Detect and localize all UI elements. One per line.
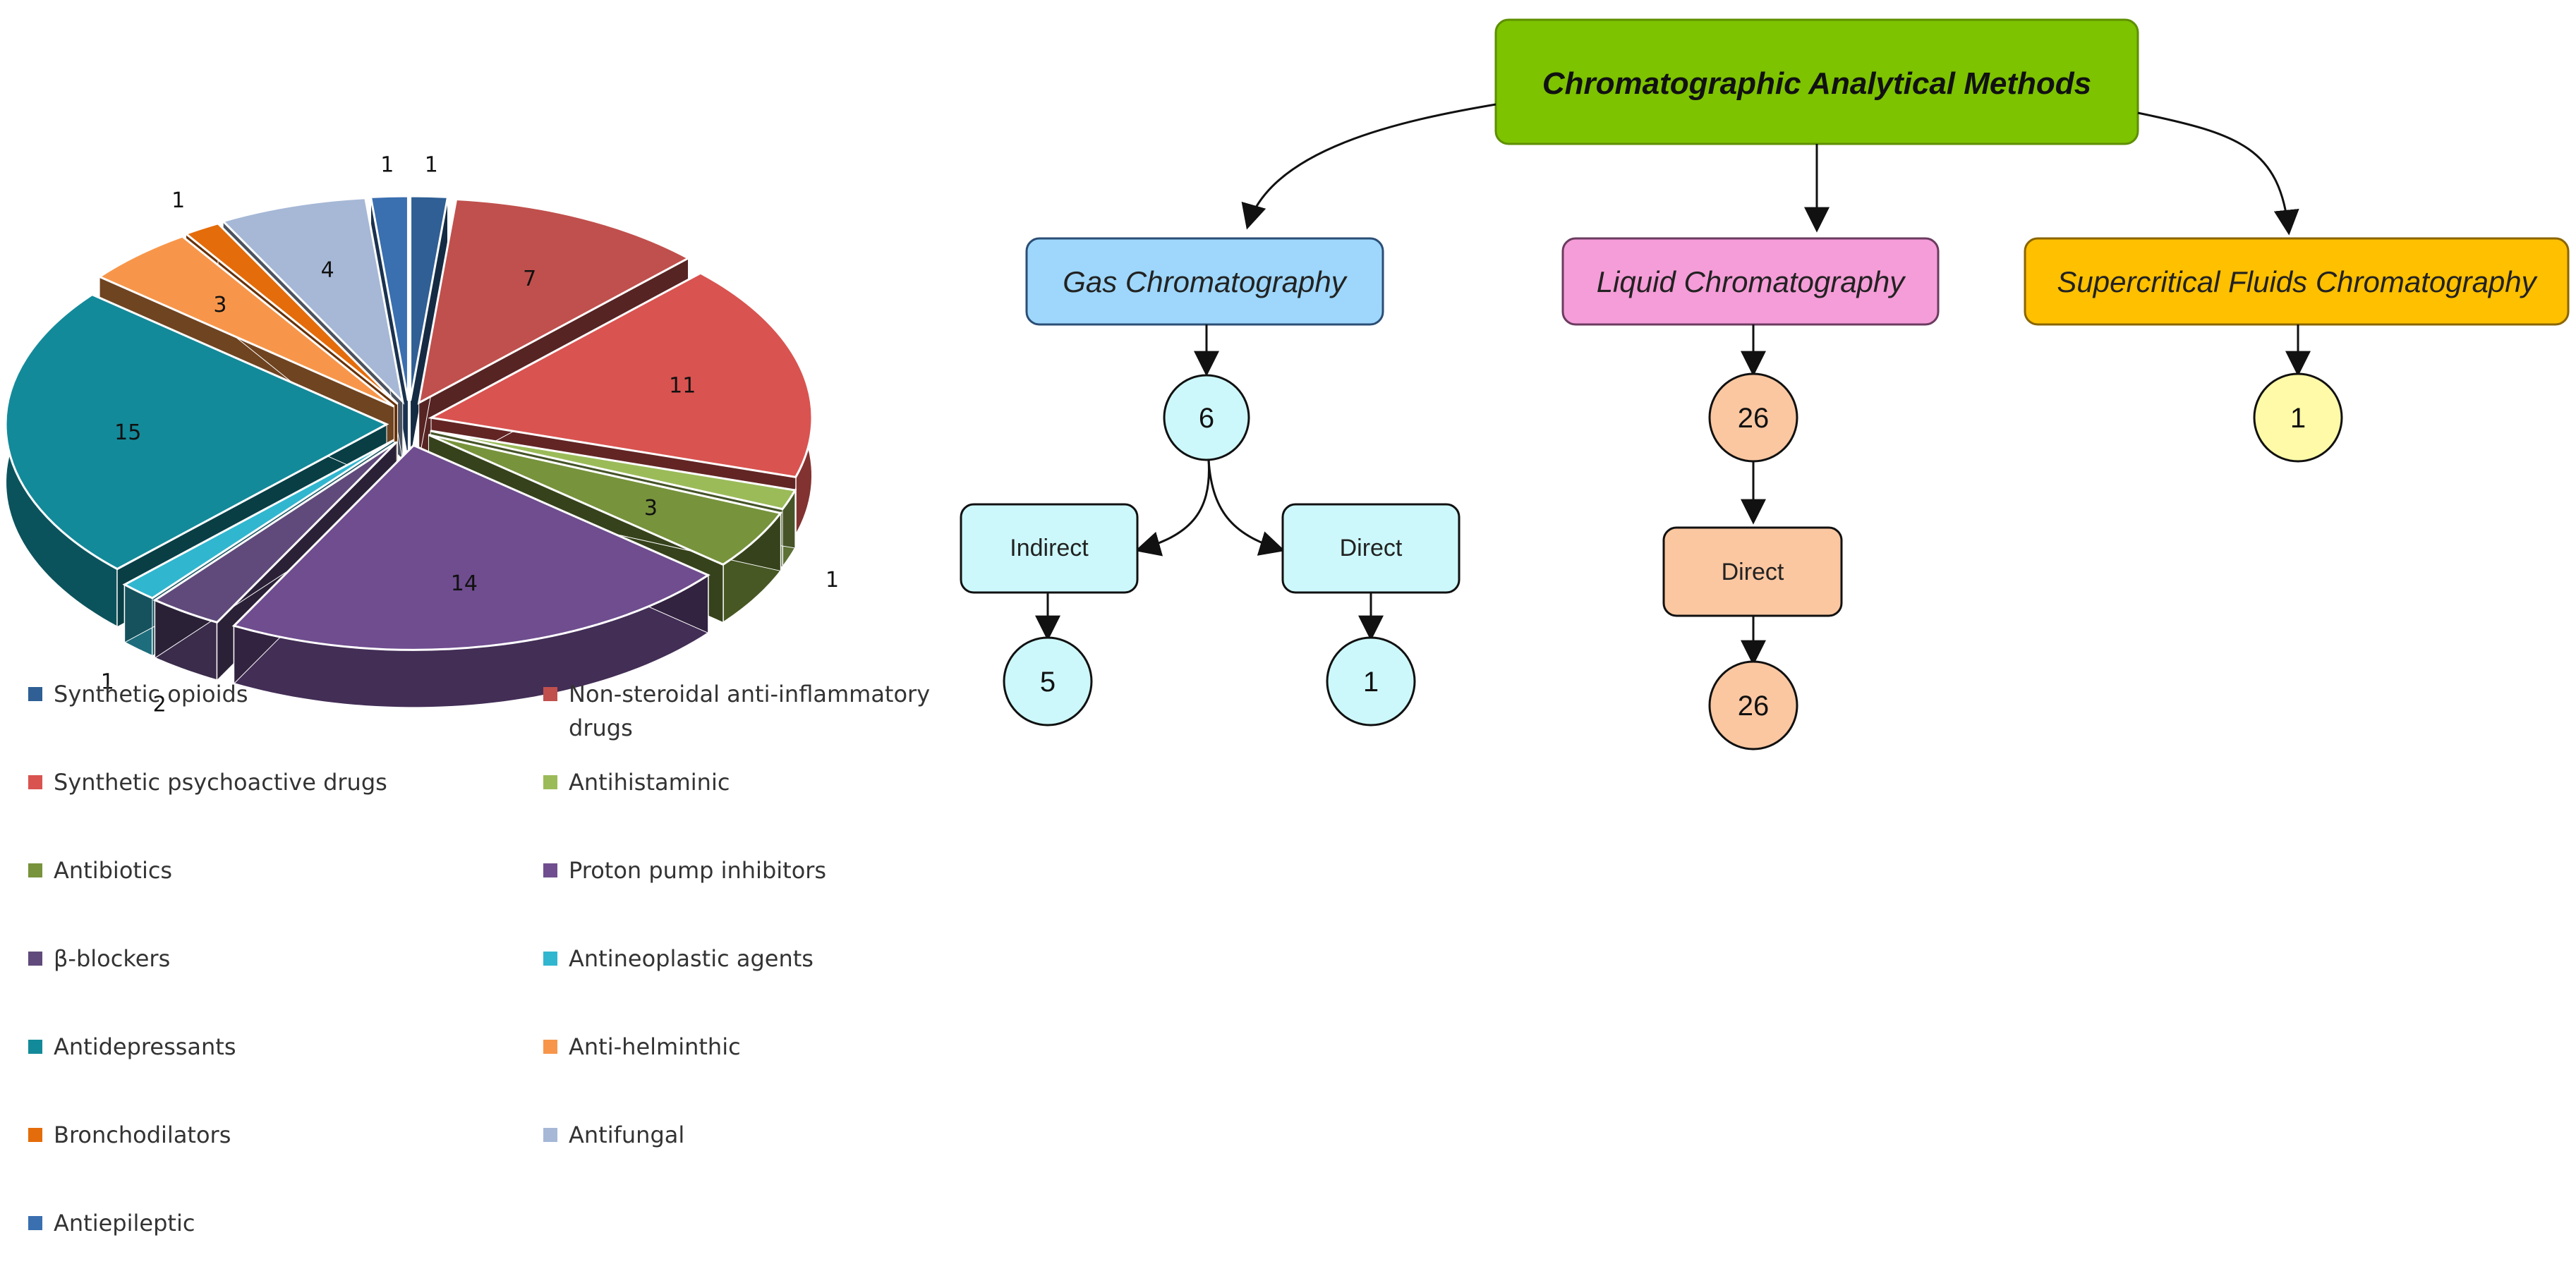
- legend-label-proton-pump-inhibitors: Proton pump inhibitors: [569, 857, 827, 884]
- pie-slice-antineoplastic-agents: [122, 439, 395, 600]
- legend-swatch-bronchodilators: [28, 1128, 42, 1142]
- pie-value-label-synthetic-opioids: 1: [425, 153, 438, 178]
- pie-value-label-blockers: 2: [153, 693, 167, 717]
- legend-item-antineoplastic-agents: Antineoplastic agents: [543, 942, 988, 976]
- connector-root-supercritical: [2137, 111, 2299, 236]
- gas-count-label: 6: [1199, 403, 1214, 434]
- pie-slice-antifungal: [221, 197, 405, 405]
- legend-swatch-antineoplastic-agents: [543, 952, 557, 966]
- legend-label-non-steroidal-anti-inflammatory-drugs: Non-steroidal anti-inflammatory drugs: [569, 681, 931, 741]
- pie-slice-anti-helminthic: [97, 235, 395, 408]
- legend-swatch-anti-helminthic: [543, 1040, 557, 1054]
- legend-swatch-non-steroidal-anti-inflammatory-drugs: [543, 687, 557, 701]
- legend-label-synthetic-opioids: Synthetic opioids: [54, 681, 248, 707]
- legend-item-antifungal: Antifungal: [543, 1118, 988, 1152]
- legend-label-synthetic-psychoactive-drugs: Synthetic psychoactive drugs: [54, 769, 387, 796]
- indirect-count-label: 5: [1040, 667, 1056, 698]
- pie-slice-antihistaminic: [430, 430, 797, 511]
- legend-item-non-steroidal-anti-inflammatory-drugs: Non-steroidal anti-inflammatory drugs: [543, 677, 988, 745]
- liquid-chromatography-label: Liquid Chromatography: [1597, 265, 1907, 298]
- legend-swatch-antiepileptic: [28, 1216, 42, 1230]
- legend-label-antiepileptic: Antiepileptic: [54, 1210, 195, 1236]
- legend-swatch-antifungal: [543, 1128, 557, 1142]
- legend-swatch-synthetic-opioids: [28, 687, 42, 701]
- pie-value-label-synthetic-psychoactive-drugs: 11: [669, 373, 696, 398]
- pie-slice-synthetic-opioids: [409, 195, 449, 401]
- legend-label-blockers: β-blockers: [54, 945, 171, 972]
- pie-value-label-antineoplastic-agents: 1: [101, 669, 114, 694]
- supercritical-count-label: 1: [2290, 403, 2306, 434]
- direct-gas-count-node: [1326, 636, 1416, 727]
- pie-value-label-antiepileptic: 1: [380, 153, 394, 178]
- indirect-count-node: [1003, 636, 1093, 727]
- pie-slice-non-steroidal-anti-inflammatory-drugs: [417, 198, 691, 405]
- pie-value-label-bronchodilators: 1: [171, 188, 185, 213]
- liquid-chromatography-node: [1561, 237, 1940, 326]
- pie-slice-bronchodilators: [183, 222, 399, 405]
- supercritical-chromatography-label: Supercritical Fluids Chromatography: [2057, 265, 2538, 298]
- gas-chromatography-node: [1025, 237, 1384, 326]
- pie-slice-blockers: [152, 441, 398, 624]
- legend-swatch-antihistaminic: [543, 775, 557, 789]
- connector-gas-direct: [1207, 459, 1286, 556]
- legend-item-anti-helminthic: Anti-helminthic: [543, 1030, 988, 1064]
- legend-label-anti-helminthic: Anti-helminthic: [569, 1033, 741, 1060]
- legend-item-synthetic-psychoactive-drugs: Synthetic psychoactive drugs: [28, 765, 522, 799]
- pie-value-label-anti-helminthic: 3: [213, 293, 226, 317]
- pie-legend: Synthetic opioids Non-steroidal anti-infl…: [28, 677, 988, 1270]
- legend-swatch-proton-pump-inhibitors: [543, 863, 557, 877]
- liquid-direct-count-node: [1708, 660, 1798, 751]
- legend-item-blockers: β-blockers: [28, 942, 522, 976]
- supercritical-chromatography-node: [2024, 237, 2570, 326]
- liquid-count-label: 26: [1738, 403, 1770, 434]
- legend-swatch-antibiotics: [28, 863, 42, 877]
- pie-slice-antiepileptic: [369, 195, 409, 401]
- legend-label-antibiotics: Antibiotics: [54, 857, 173, 884]
- connector-root-gas: [1241, 103, 1496, 230]
- pie-tops: [4, 195, 814, 651]
- pie-value-label-antihistaminic: 1: [826, 568, 839, 593]
- legend-item-antidepressants: Antidepressants: [28, 1030, 522, 1064]
- pie-value-label-antifungal: 4: [321, 258, 334, 283]
- pie-slice-synthetic-psychoactive-drugs: [428, 272, 814, 479]
- legend-swatch-synthetic-psychoactive-drugs: [28, 775, 42, 789]
- gas-count-node: [1163, 374, 1250, 461]
- legend-label-antihistaminic: Antihistaminic: [569, 769, 730, 796]
- supercritical-count-node: [2253, 372, 2343, 463]
- root-node-label: Chromatographic Analytical Methods: [1542, 66, 2091, 101]
- legend-label-antifungal: Antifungal: [569, 1122, 685, 1148]
- legend-item-antihistaminic: Antihistaminic: [543, 765, 988, 799]
- legend-item-antiepileptic: Antiepileptic: [28, 1206, 522, 1240]
- gas-chromatography-label: Gas Chromatography: [1063, 265, 1348, 298]
- pie-slice-antidepressants: [4, 293, 389, 571]
- flowchart: Chromatographic Analytical Methods Gas C…: [960, 18, 2570, 751]
- liquid-direct-count-label: 26: [1738, 691, 1770, 722]
- liquid-direct-label: Direct: [1722, 559, 1784, 585]
- pie-value-label-non-steroidal-anti-inflammatory-drugs: 7: [523, 267, 536, 291]
- legend-label-antidepressants: Antidepressants: [54, 1033, 236, 1060]
- legend-item-proton-pump-inhibitors: Proton pump inhibitors: [543, 853, 988, 887]
- pie-value-label-antidepressants: 15: [114, 420, 141, 445]
- indirect-label: Indirect: [1010, 535, 1089, 561]
- direct-gas-count-label: 1: [1363, 667, 1379, 698]
- connector-gas-indirect: [1135, 459, 1210, 557]
- pie-value-label-antibiotics: 3: [644, 496, 658, 521]
- legend-label-bronchodilators: Bronchodilators: [54, 1122, 231, 1148]
- legend-swatch-antidepressants: [28, 1040, 42, 1054]
- legend-item-synthetic-opioids: Synthetic opioids: [28, 677, 522, 711]
- legend-swatch-blockers: [28, 952, 42, 966]
- pie-value-label-proton-pump-inhibitors: 14: [451, 571, 478, 596]
- legend-item-antibiotics: Antibiotics: [28, 853, 522, 887]
- legend-item-bronchodilators: Bronchodilators: [28, 1118, 522, 1152]
- indirect-node: [960, 503, 1139, 594]
- pie-slice-proton-pump-inhibitors: [231, 444, 710, 651]
- direct-gas-label: Direct: [1340, 535, 1403, 561]
- legend-label-antineoplastic-agents: Antineoplastic agents: [569, 945, 814, 972]
- pie-slice-antibiotics: [428, 433, 782, 566]
